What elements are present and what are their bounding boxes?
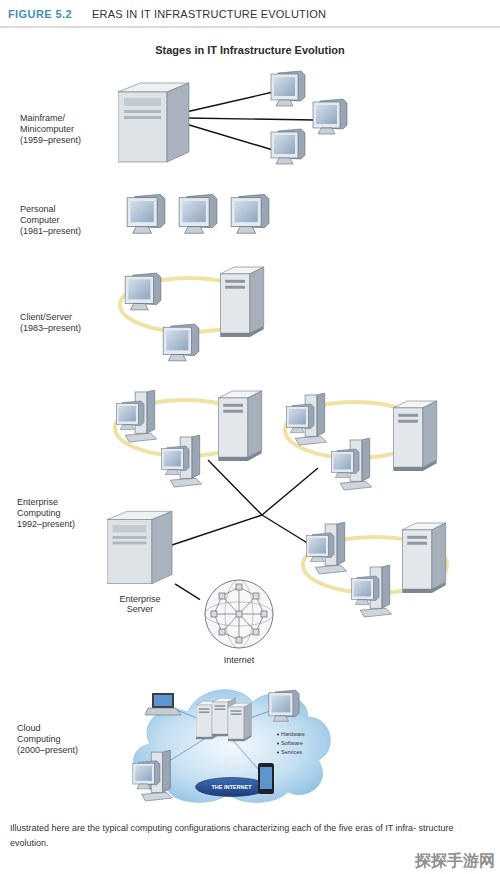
bullet [277, 752, 279, 754]
mesh-node [219, 593, 225, 599]
figure-number: FIGURE 5.2 [8, 8, 72, 20]
phone-body [258, 763, 274, 794]
cloud-server [228, 703, 251, 741]
internet-badge: THE INTERNET [195, 777, 268, 797]
server-tower [220, 267, 263, 337]
client-monitor [163, 324, 199, 361]
globe-outline [205, 580, 273, 648]
service-item: Services [281, 749, 302, 756]
server-cabinet [107, 511, 172, 583]
internet-globe: Internet [200, 578, 278, 670]
era-label: Cloud Computing (2000–present) [17, 723, 83, 756]
server-tower [393, 401, 436, 471]
cloud-link [222, 706, 284, 728]
workstation [161, 435, 201, 487]
era-label: Enterprise Computing 1992–present) [17, 497, 83, 530]
cloud-link [158, 728, 222, 768]
mesh-link [239, 614, 240, 640]
mesh-link [239, 614, 264, 615]
workstation [306, 522, 346, 574]
cloud-server [196, 701, 219, 739]
oval-outline [196, 778, 268, 797]
mesh-node [261, 611, 267, 617]
workstation [351, 565, 391, 617]
bullet [277, 734, 279, 736]
watermark: 探探手游网 [415, 851, 495, 872]
workstation [331, 438, 371, 490]
terminal-line [186, 92, 273, 112]
mesh-node [236, 637, 242, 643]
mesh-link [239, 587, 240, 614]
header-rule [0, 27, 500, 28]
terminal-line [186, 118, 315, 120]
cloud-outline [133, 690, 330, 803]
connector-line [175, 584, 200, 600]
terminal-monitor [271, 129, 305, 164]
bullet-list [277, 734, 279, 754]
mesh-node [236, 611, 242, 617]
pc-monitor [179, 194, 217, 233]
mesh-link [214, 614, 239, 615]
mesh-node [236, 584, 242, 590]
cloud-link [222, 728, 266, 778]
wire [208, 460, 262, 515]
terminal-monitor [271, 71, 305, 106]
cloud-monitor [269, 690, 299, 721]
terminal-line [186, 124, 273, 150]
laptop-lid [152, 693, 174, 708]
internet-label: Internet [200, 655, 278, 665]
service-item: Software [281, 740, 303, 747]
cloud-link [164, 705, 222, 728]
era-label: Personal Computer (1981–present) [20, 204, 86, 237]
figure-heading: ERAS IN IT INFRASTRUCTURE EVOLUTION [92, 8, 326, 20]
mainframe-cabinet [118, 83, 189, 162]
pc-monitor [231, 194, 269, 233]
client-monitor [125, 273, 161, 310]
network-mesh [214, 587, 264, 640]
terminal-monitor [313, 99, 347, 134]
workstation [116, 390, 156, 442]
internet-oval: THE INTERNET [195, 777, 268, 797]
workstation [286, 393, 326, 445]
enterprise-server: Enterprise Server [105, 508, 175, 616]
network-nodes [211, 584, 267, 643]
wire [262, 468, 318, 515]
mesh-node [253, 593, 259, 599]
server-tower [402, 523, 445, 593]
cloud-shape: HardwareSoftwareServicesTHE INTERNET [128, 682, 333, 804]
diagram-title: Stages in IT Infrastructure Evolution [0, 44, 500, 56]
mesh-node [253, 629, 259, 635]
laptop-screen [154, 695, 172, 706]
phone-screen [260, 767, 272, 789]
era-label: Mainframe/ Minicomputer (1959–present) [20, 113, 86, 146]
server-label: Enterprise Server [105, 594, 175, 614]
mesh-node [211, 611, 217, 617]
pc-monitor [127, 194, 165, 233]
bullet [277, 743, 279, 745]
cloud-server [212, 698, 235, 736]
cloud-desktop [133, 750, 172, 801]
wire [172, 515, 262, 545]
service-item: Hardware [281, 731, 305, 738]
cloud-links [158, 705, 284, 778]
mesh-node [219, 629, 225, 635]
era-label: Client/Server (1983–present) [20, 312, 86, 334]
figure-caption: Illustrated here are the typical computi… [10, 821, 494, 851]
server-tower [218, 391, 261, 461]
laptop-base [145, 708, 181, 715]
